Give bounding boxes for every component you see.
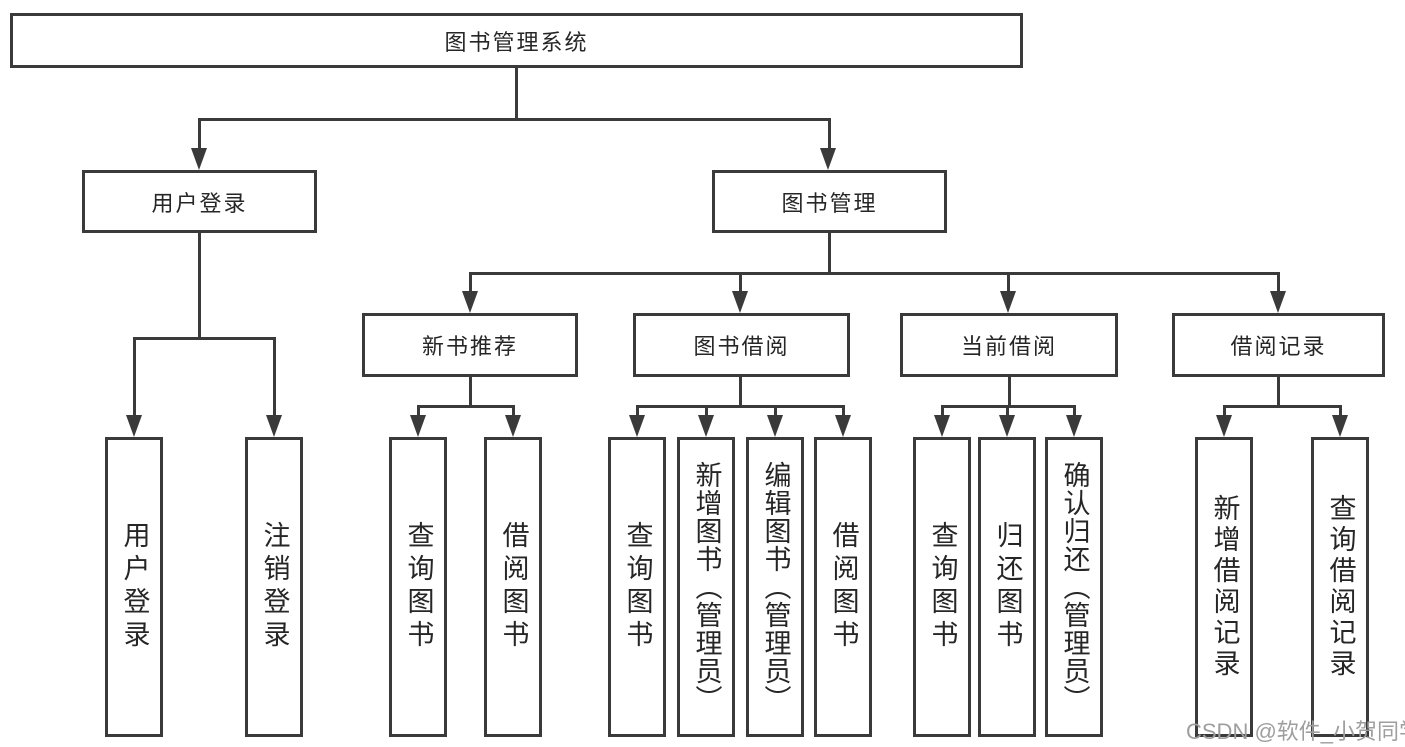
arrowhead-down-icon [1270, 291, 1286, 313]
connector-user-login-bar [133, 337, 276, 340]
connector-borrow-records-trunk [1277, 377, 1280, 405]
arrowhead-down-icon [191, 148, 207, 170]
connector-book-management-trunk [828, 233, 831, 272]
arrowhead-down-icon [410, 415, 426, 437]
leaf-add-borrow-record: 新增借阅记录 [1195, 437, 1253, 737]
connector-root-trunk [515, 68, 518, 118]
leaf-label: 用户登录 [119, 521, 150, 653]
node-borrow-records: 借阅记录 [1172, 313, 1385, 377]
connector-drop-book-borrow [739, 272, 742, 294]
leaf-borrow-books-recommend: 借阅图书 [484, 437, 542, 737]
leaf-query-books-borrow: 查询图书 [608, 437, 666, 737]
leaf-query-books-current: 查询图书 [913, 437, 971, 737]
arrowhead-down-icon [999, 415, 1015, 437]
leaf-label: 归还图书 [992, 521, 1023, 653]
connector-drop-leaf [133, 337, 136, 417]
node-current-borrow: 当前借阅 [900, 313, 1118, 377]
connector-drop-leaf [1223, 405, 1226, 417]
connector-drop-leaf [941, 405, 944, 417]
arrowhead-down-icon [462, 291, 478, 313]
arrowhead-down-icon [505, 415, 521, 437]
connector-drop-leaf [273, 337, 276, 417]
arrowhead-down-icon [1216, 415, 1232, 437]
connector-new-books-trunk [469, 377, 472, 405]
connector-user-login-trunk [198, 233, 201, 337]
arrowhead-down-icon [698, 415, 714, 437]
leaf-label: 查询借阅记录 [1325, 494, 1356, 680]
connector-drop-leaf [512, 405, 515, 417]
leaf-borrow-books: 借阅图书 [814, 437, 872, 737]
leaf-label: 确认归还（管理员） [1059, 461, 1090, 713]
watermark: CSDN @软件_小贺同学 [1186, 719, 1405, 744]
connector-drop-leaf [1006, 405, 1009, 417]
arrowhead-down-icon [1332, 415, 1348, 437]
connector-new-books-bar [417, 405, 515, 408]
leaf-add-books-admin: 新增图书（管理员） [677, 437, 735, 737]
leaf-label: 新增图书（管理员） [691, 461, 722, 713]
node-root-library-system: 图书管理系统 [10, 13, 1023, 68]
connector-book-borrow-bar [636, 405, 845, 408]
connector-book-borrow-trunk [739, 377, 742, 405]
connector-drop-book-management [828, 118, 831, 152]
connector-drop-borrow-records [1277, 272, 1280, 294]
arrowhead-down-icon [266, 415, 282, 437]
arrowhead-down-icon [732, 291, 748, 313]
connector-drop-new-books [469, 272, 472, 294]
leaf-label: 注销登录 [259, 521, 290, 653]
connector-drop-user-login [198, 118, 201, 152]
connector-drop-leaf [705, 405, 708, 417]
leaf-user-login: 用户登录 [105, 437, 163, 737]
leaf-label: 查询图书 [403, 521, 434, 653]
leaf-label: 编辑图书（管理员） [760, 461, 791, 713]
leaf-edit-books-admin: 编辑图书（管理员） [746, 437, 804, 737]
arrowhead-down-icon [767, 415, 783, 437]
connector-drop-current-borrow [1007, 272, 1010, 294]
connector-drop-leaf [1339, 405, 1342, 417]
leaf-confirm-return-admin: 确认归还（管理员） [1045, 437, 1103, 737]
arrowhead-down-icon [820, 148, 836, 170]
connector-book-management-bar [469, 272, 1280, 275]
leaf-query-books-recommend: 查询图书 [389, 437, 447, 737]
connector-drop-leaf [417, 405, 420, 417]
leaf-return-books: 归还图书 [978, 437, 1036, 737]
arrowhead-down-icon [835, 415, 851, 437]
leaf-label: 借阅图书 [498, 521, 529, 653]
node-book-borrow: 图书借阅 [633, 313, 850, 377]
node-book-management: 图书管理 [712, 170, 947, 233]
connector-drop-leaf [774, 405, 777, 417]
arrowhead-down-icon [1000, 291, 1016, 313]
connector-drop-leaf [842, 405, 845, 417]
leaf-logout: 注销登录 [245, 437, 303, 737]
node-new-book-recommend: 新书推荐 [362, 313, 578, 377]
leaf-query-borrow-record: 查询借阅记录 [1311, 437, 1369, 737]
leaf-label: 查询图书 [622, 521, 653, 653]
leaf-label: 借阅图书 [828, 521, 859, 653]
arrowhead-down-icon [934, 415, 950, 437]
arrowhead-down-icon [1066, 415, 1082, 437]
connector-drop-leaf [636, 405, 639, 417]
leaf-label: 新增借阅记录 [1209, 494, 1240, 680]
leaf-label: 查询图书 [927, 521, 958, 653]
connector-root-bar [198, 118, 831, 121]
connector-current-borrow-trunk [1008, 377, 1011, 405]
arrowhead-down-icon [629, 415, 645, 437]
arrowhead-down-icon [126, 415, 142, 437]
connector-drop-leaf [1073, 405, 1076, 417]
connector-borrow-records-bar [1223, 405, 1342, 408]
node-user-login: 用户登录 [82, 170, 317, 233]
